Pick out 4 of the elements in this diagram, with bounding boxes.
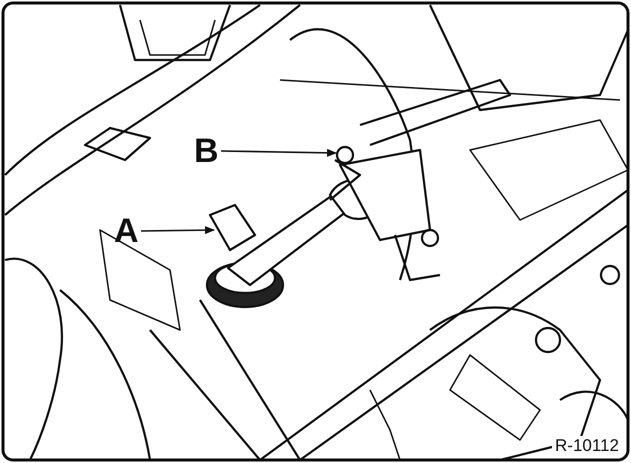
leader-line xyxy=(220,148,337,157)
callout-letter: B xyxy=(194,134,219,168)
leader-line xyxy=(140,226,215,234)
callout-letter: A xyxy=(114,214,139,248)
